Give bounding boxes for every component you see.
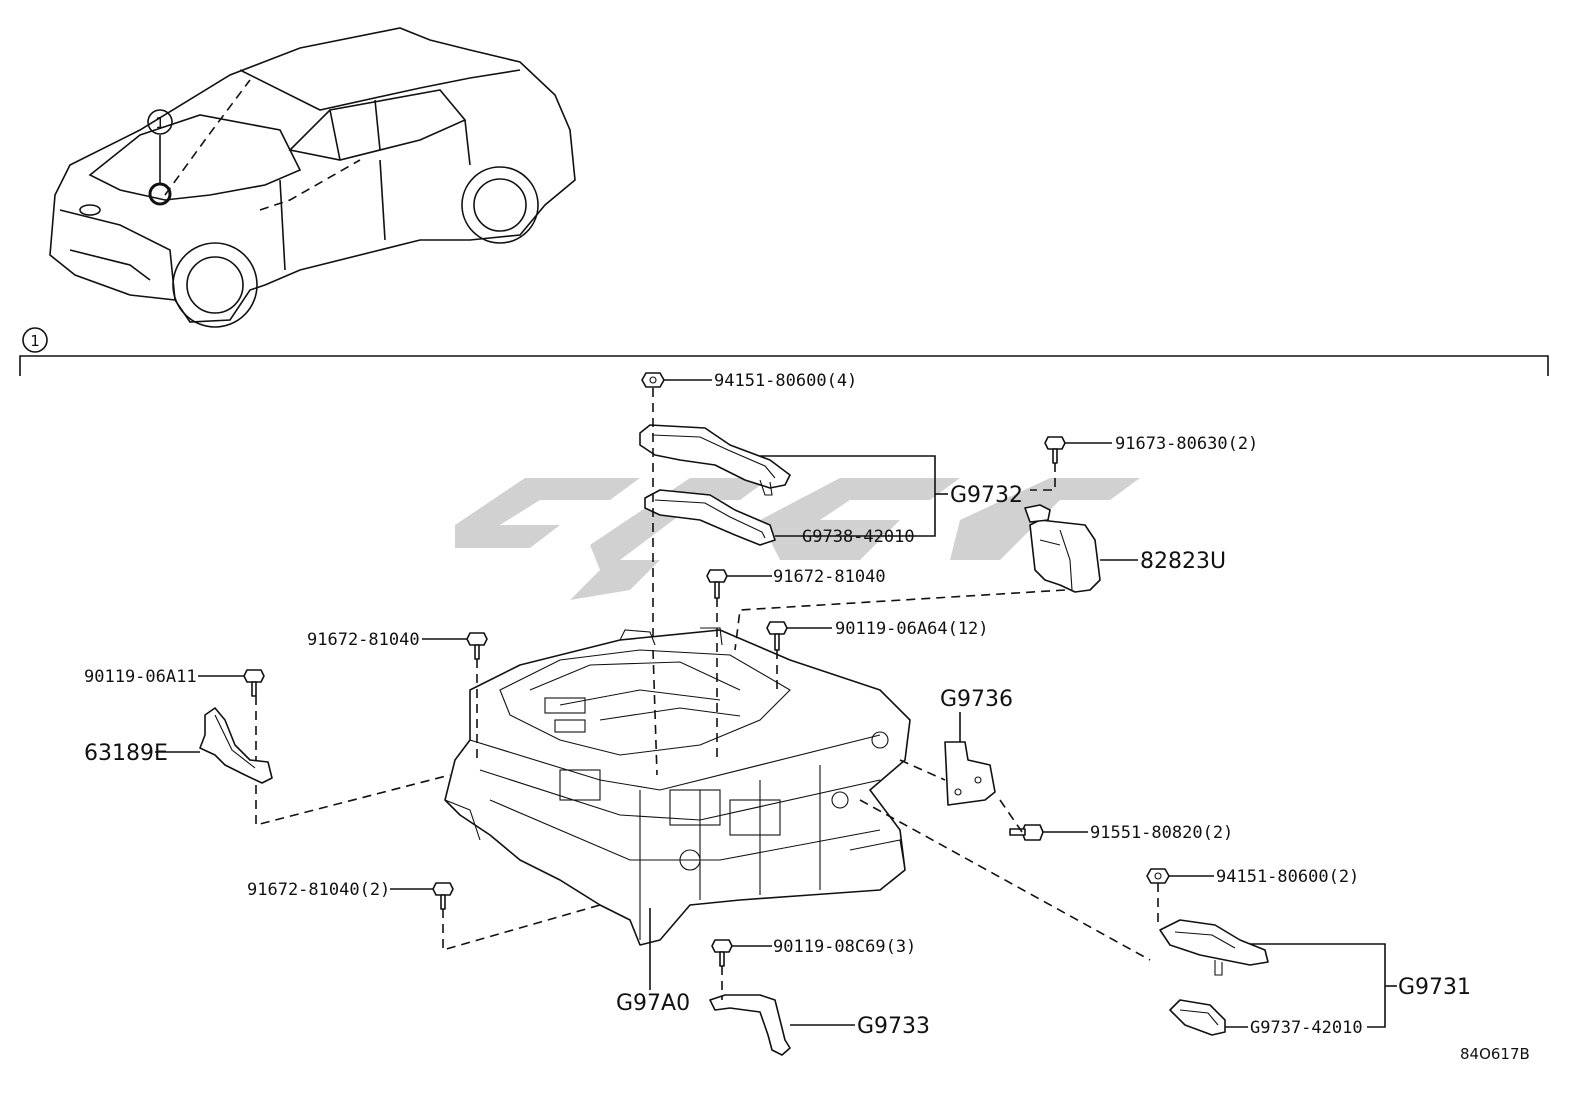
label-94151-80600-2: 94151-80600(2)	[1216, 867, 1359, 887]
label-91672-81040-2: 91672-81040(2)	[247, 880, 390, 900]
nut-94151-80600-top	[641, 372, 665, 388]
label-91673-80630-2: 91673-80630(2)	[1115, 434, 1258, 454]
upper-cover-plate	[639, 424, 791, 496]
label-g97a0: G97A0	[616, 991, 690, 1016]
watermark-logo	[455, 478, 1140, 600]
bolt-91673-80630	[1044, 436, 1066, 464]
label-90119-08c69-3: 90119-08C69(3)	[773, 937, 916, 957]
bracket-63189e	[199, 707, 273, 784]
bolt-91672-81040-lower	[432, 882, 454, 910]
bolt-91672-81040-left	[466, 632, 488, 660]
figure-reference: 84O617B	[1460, 1045, 1530, 1063]
plate-g9736	[944, 741, 996, 806]
cable-g9733	[709, 994, 791, 1056]
part-labels: 94151-80600(4) 91673-80630(2) G9732 G973…	[84, 371, 1530, 1063]
label-g9736: G9736	[940, 687, 1013, 712]
nut-94151-80600-lower	[1146, 868, 1170, 884]
label-90119-06a11: 90119-06A11	[84, 667, 197, 687]
vehicle-overview: 1	[49, 27, 576, 328]
label-g9737-42010: G9737-42010	[1250, 1018, 1363, 1038]
callout-number-vehicle: 1	[155, 114, 165, 132]
bolt-90119-06a11	[243, 669, 265, 697]
label-94151-80600-4: 94151-80600(4)	[714, 371, 857, 391]
leader-lines	[155, 379, 1397, 1028]
lower-cover-plate	[1159, 919, 1269, 976]
bolt-90119-06a64	[766, 621, 788, 651]
label-82823u: 82823U	[1140, 549, 1226, 574]
section-bracket: 1	[19, 327, 1549, 376]
callout-number-section: 1	[30, 332, 40, 350]
label-63189e: 63189E	[84, 741, 168, 766]
upper-gasket-ring	[644, 489, 776, 546]
bracket-82823u	[1024, 504, 1101, 593]
label-91551-80820-2: 91551-80820(2)	[1090, 823, 1233, 843]
label-g9733: G9733	[857, 1014, 930, 1039]
label-90119-06a64-12: 90119-06A64(12)	[835, 619, 989, 639]
lower-gasket-ring	[1169, 999, 1226, 1036]
label-91672-81040-left: 91672-81040	[307, 630, 420, 650]
label-g9732: G9732	[950, 483, 1023, 508]
label-91672-81040-upper: 91672-81040	[773, 567, 886, 587]
bolt-91672-81040-upper	[706, 569, 728, 599]
inverter-assembly	[444, 627, 911, 946]
bolt-90119-08c69	[711, 939, 733, 967]
assembly-guide-lines	[255, 388, 1159, 1000]
label-g9731: G9731	[1398, 975, 1471, 1000]
label-g9738-42010: G9738-42010	[802, 527, 915, 547]
bolt-91551-80820	[1009, 824, 1044, 841]
